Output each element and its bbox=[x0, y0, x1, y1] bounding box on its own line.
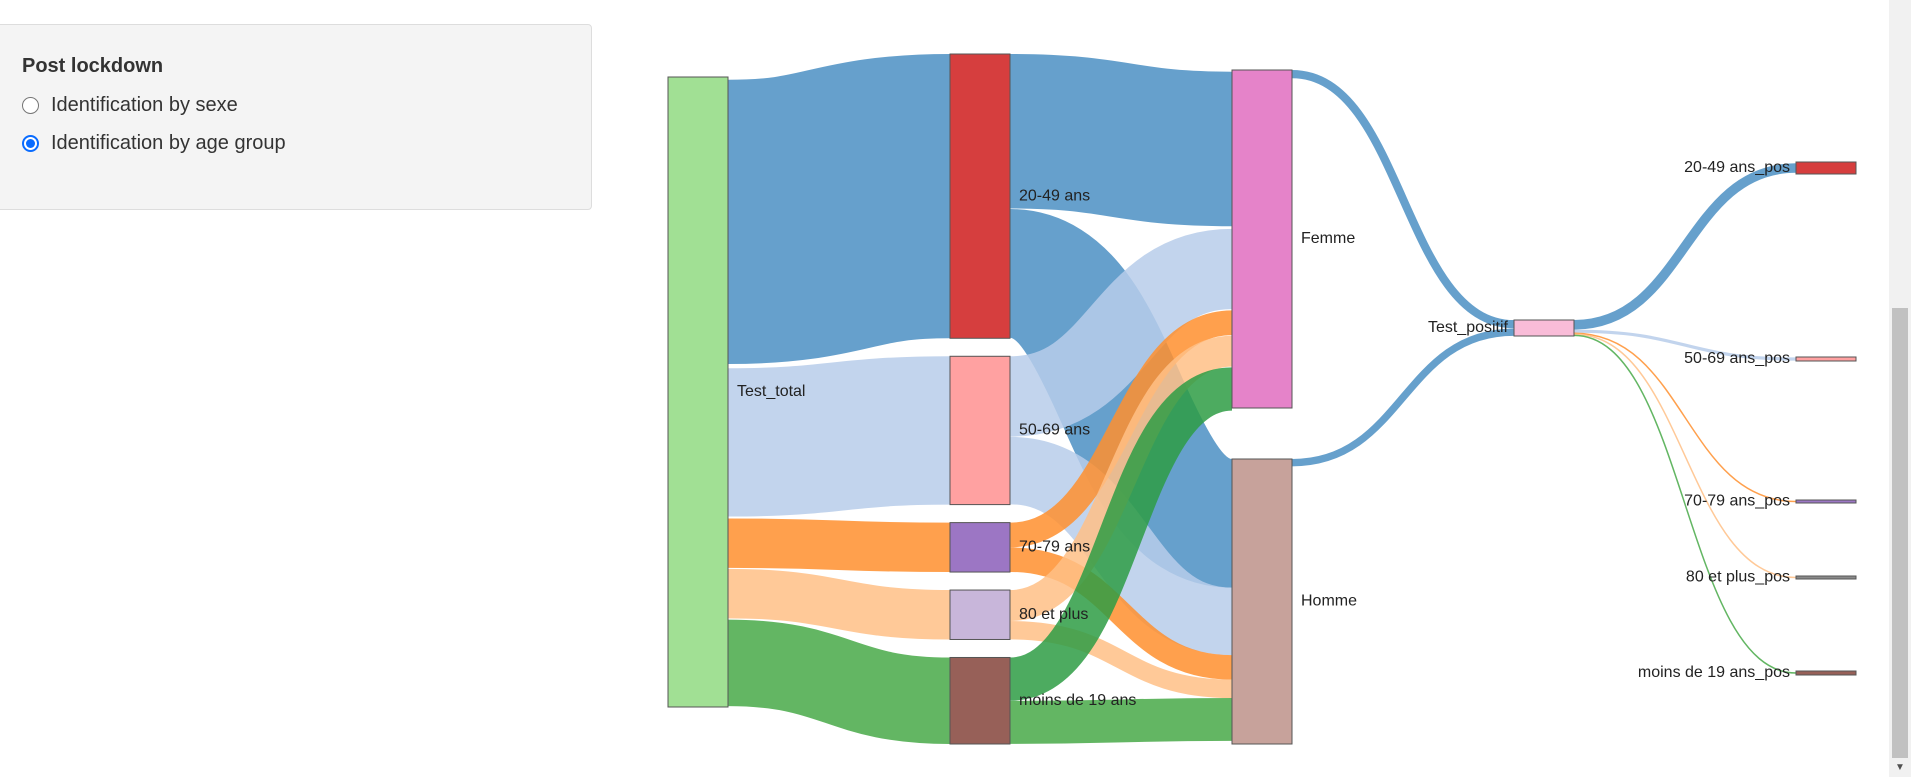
sankey-link[interactable] bbox=[1007, 367, 1235, 701]
sankey-node[interactable] bbox=[1795, 575, 1857, 580]
sankey-links bbox=[726, 54, 1797, 744]
sankey-link[interactable] bbox=[1009, 54, 1233, 227]
sankey-node-label: 50-69 ans bbox=[1019, 422, 1090, 439]
radio-option-sexe[interactable]: Identification by sexe bbox=[22, 86, 591, 124]
sankey-node-label: Homme bbox=[1301, 593, 1357, 610]
sankey-link[interactable] bbox=[1009, 698, 1233, 744]
sankey-node[interactable] bbox=[1795, 161, 1857, 175]
sankey-link[interactable] bbox=[726, 54, 952, 365]
sankey-node-label: 80 et plus bbox=[1019, 606, 1088, 623]
sankey-node[interactable] bbox=[667, 76, 729, 708]
sankey-node-label: 70-79 ans_pos bbox=[1684, 493, 1790, 510]
scroll-down-arrow-icon[interactable]: ▼ bbox=[1895, 762, 1905, 773]
scrollbar-thumb[interactable] bbox=[1892, 308, 1908, 758]
sankey-link[interactable] bbox=[1009, 547, 1233, 680]
sankey-node[interactable] bbox=[949, 355, 1011, 506]
sankey-node-label: moins de 19 ans_pos bbox=[1638, 664, 1790, 681]
sankey-node-label: Femme bbox=[1301, 230, 1355, 247]
sankey-nodes: Test_total 20-49 ans 50-69 ans 70-79 ans 80 … bbox=[667, 53, 1857, 745]
radio-button-age-group[interactable] bbox=[22, 134, 39, 152]
sankey-node[interactable] bbox=[1513, 319, 1575, 337]
sankey-link[interactable] bbox=[1007, 228, 1235, 437]
sankey-link[interactable] bbox=[1573, 334, 1797, 674]
radio-option-age-group[interactable]: Identification by age group bbox=[22, 124, 591, 162]
sankey-node-label: 20-49 ans bbox=[1019, 187, 1090, 204]
sankey-node[interactable] bbox=[949, 53, 1011, 339]
sankey-node[interactable] bbox=[949, 522, 1011, 573]
sankey-node[interactable] bbox=[1795, 670, 1857, 676]
sankey-node-label: 20-49 ans_pos bbox=[1684, 159, 1790, 176]
sankey-link[interactable] bbox=[727, 619, 951, 744]
sankey-link[interactable] bbox=[1291, 328, 1515, 467]
sankey-node[interactable] bbox=[1231, 69, 1293, 409]
options-panel: Post lockdown Identification by sexe Ide… bbox=[0, 24, 592, 210]
sankey-node[interactable] bbox=[1795, 499, 1857, 504]
sankey-node-label: 50-69 ans_pos bbox=[1684, 350, 1790, 367]
sankey-node-label: 70-79 ans bbox=[1019, 539, 1090, 556]
sankey-link[interactable] bbox=[1573, 163, 1797, 330]
vertical-scrollbar[interactable]: ▼ bbox=[1889, 0, 1911, 777]
sankey-link[interactable] bbox=[1573, 332, 1797, 503]
sankey-node[interactable] bbox=[1795, 356, 1857, 362]
sankey-node[interactable] bbox=[949, 656, 1011, 745]
radio-button-sexe[interactable] bbox=[22, 96, 39, 114]
radio-label-sexe: Identification by sexe bbox=[51, 93, 238, 116]
sankey-link[interactable] bbox=[1573, 333, 1797, 579]
radio-label-age-group: Identification by age group bbox=[51, 131, 286, 154]
sankey-link[interactable] bbox=[1573, 329, 1797, 361]
sankey-node-label: 80 et plus_pos bbox=[1686, 569, 1790, 586]
sankey-link[interactable] bbox=[1291, 69, 1515, 329]
sankey-link[interactable] bbox=[727, 568, 951, 640]
sankey-node-label: Test_total bbox=[737, 383, 805, 400]
sankey-link[interactable] bbox=[727, 518, 951, 573]
sankey-link[interactable] bbox=[1003, 209, 1239, 588]
sankey-node-label: Test_positif bbox=[1428, 319, 1509, 336]
sankey-node[interactable] bbox=[949, 589, 1011, 640]
sankey-node[interactable] bbox=[1231, 458, 1293, 745]
sankey-link[interactable] bbox=[1009, 621, 1233, 699]
sankey-node-label: moins de 19 ans bbox=[1019, 692, 1136, 709]
sankey-link[interactable] bbox=[1009, 310, 1233, 548]
sankey-link[interactable] bbox=[727, 356, 951, 517]
panel-title: Post lockdown bbox=[22, 55, 164, 77]
